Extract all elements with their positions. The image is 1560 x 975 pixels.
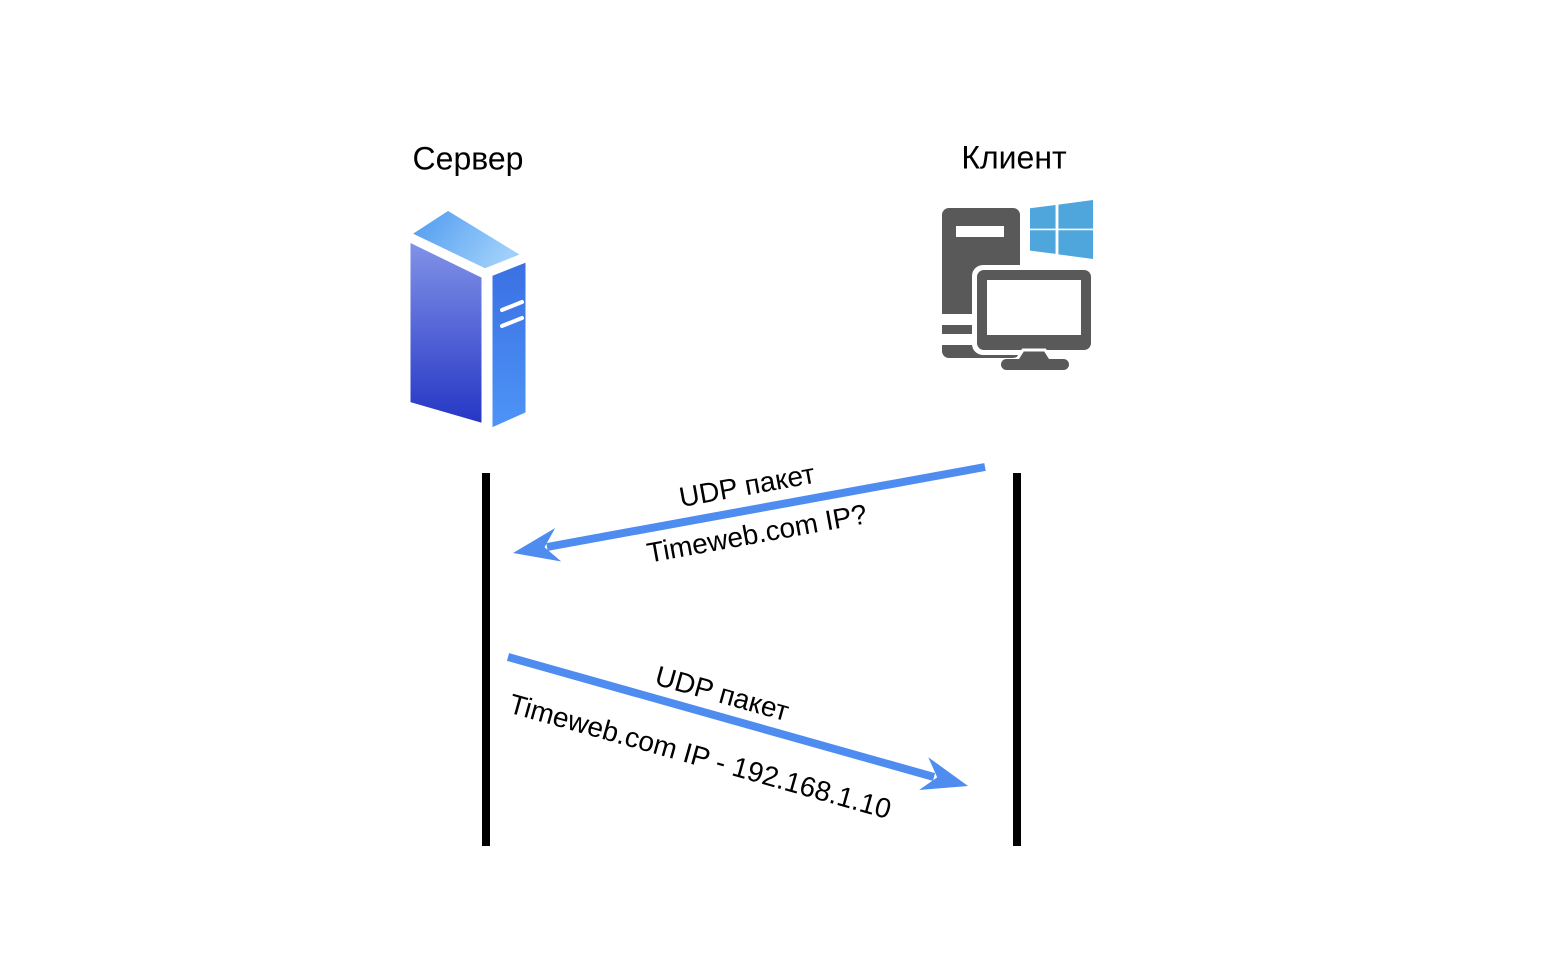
response-arrowhead-icon bbox=[919, 757, 968, 790]
server-vent-line bbox=[500, 300, 524, 312]
monitor-screen bbox=[987, 280, 1081, 335]
server-front-face bbox=[405, 236, 487, 429]
client-lifeline bbox=[1013, 473, 1021, 846]
pc-tower-bay bbox=[938, 334, 975, 345]
server-lifeline bbox=[482, 473, 490, 846]
response-protocol-label: UDP пакет bbox=[651, 660, 793, 727]
response-payload-label: Timeweb.com IP - 192.168.1.10 bbox=[505, 688, 895, 825]
client-label: Клиент bbox=[961, 139, 1067, 176]
windows-pc-icon bbox=[938, 200, 1095, 370]
server-label: Сервер bbox=[412, 140, 524, 177]
pc-tower-slot bbox=[956, 226, 1004, 237]
pc-tower-bay bbox=[938, 314, 975, 325]
server-top-face bbox=[405, 205, 528, 274]
request-arrowhead-icon bbox=[513, 528, 562, 562]
server-side-face bbox=[487, 256, 530, 433]
server-tower-icon bbox=[405, 205, 530, 433]
monitor-stand-base bbox=[1001, 359, 1069, 370]
request-payload-label: Timeweb.com IP? bbox=[644, 498, 870, 569]
request-protocol-label: UDP пакет bbox=[676, 457, 818, 514]
server-vent-line bbox=[500, 316, 524, 328]
windows-flag-icon bbox=[1030, 200, 1094, 259]
